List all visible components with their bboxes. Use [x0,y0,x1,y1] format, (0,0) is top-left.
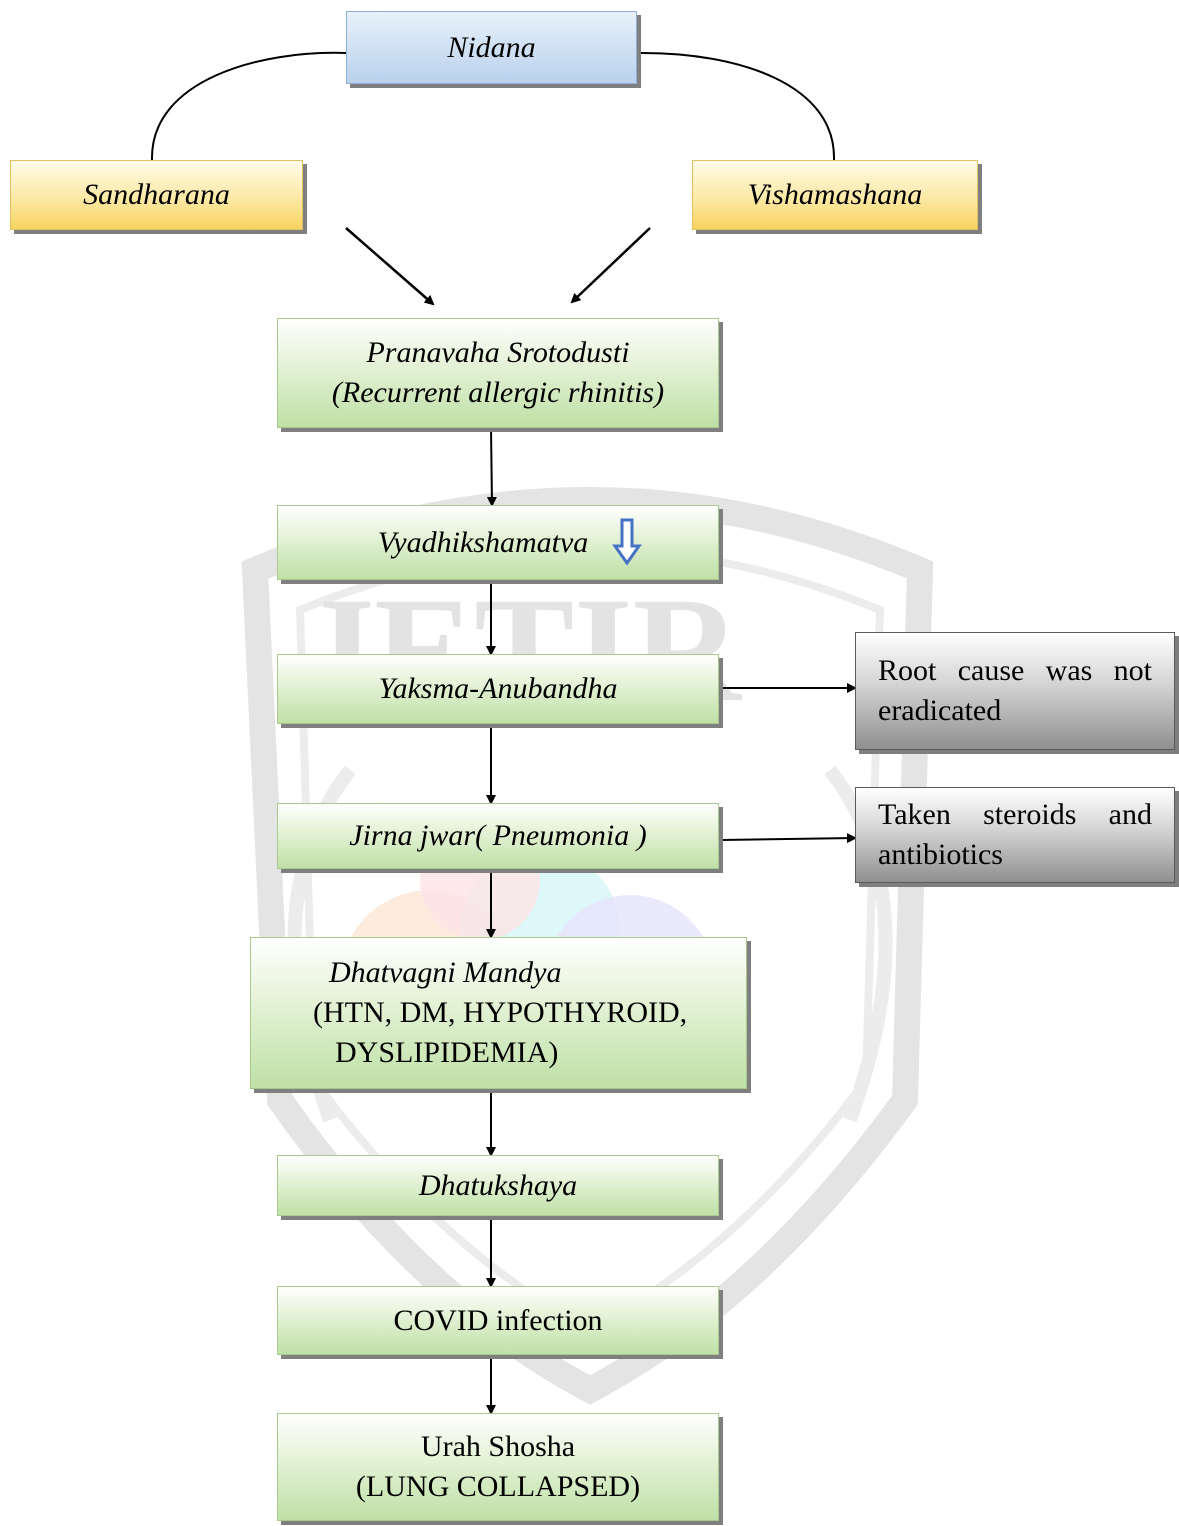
note-steroids-line1: Taken steroids and [878,798,1152,831]
watermark-laurel-right [824,765,893,1123]
node-covid: COVID infection [277,1286,719,1355]
node-dhatukshaya-label: Dhatukshaya [418,1168,578,1202]
node-urah-line1: Urah Shosha [420,1430,576,1463]
node-vishamashana: Vishamashana [692,160,978,230]
watermark-shield [241,487,934,1405]
curve-nidana-vishamashana [637,51,836,161]
node-dhatvagni-line3: DYSLIPIDEMIA) [335,1036,559,1069]
down-arrow-icon [612,518,642,566]
node-urah-line2: (LUNG COLLAPSED) [355,1470,641,1503]
note-steroids: Taken steroids and antibiotics [855,787,1175,883]
note-root-cause: Root cause was not eradicated [855,632,1175,750]
node-urah: Urah Shosha (LUNG COLLAPSED) [277,1413,719,1521]
node-sandharana-label: Sandharana [83,178,230,211]
node-dhatvagni-line2: (HTN, DM, HYPOTHYROID, [313,996,688,1029]
node-vyadhikshamatva: Vyadhikshamatva [277,505,719,580]
arrow-sandharana-pranavaha [345,227,435,306]
node-yaksma: Yaksma-Anubandha [277,654,719,724]
node-nidana: Nidana [346,11,637,84]
node-nidana-label: Nidana [447,30,536,64]
node-covid-label: COVID infection [393,1303,603,1337]
node-pranavaha-line1: Pranavaha Srotodusti [366,336,630,369]
node-pranavaha: Pranavaha Srotodusti (Recurrent allergic… [277,318,719,428]
node-dhatvagni-line1: Dhatvagni Mandya [329,956,562,989]
arrow-jirna-steroids [720,833,857,844]
node-jirna-label: Jirna jwar( Pneumonia ) [349,819,647,852]
node-dhatvagni: Dhatvagni Mandya (HTN, DM, HYPOTHYROID, … [250,937,747,1089]
node-sandharana: Sandharana [10,160,303,230]
arrow-vishamashana-pranavaha [570,227,651,304]
node-vyadhikshamatva-label: Vyadhikshamatva [377,525,589,559]
arrow-pranavaha-vyadhi [486,427,497,507]
node-vishamashana-label: Vishamashana [747,178,923,211]
node-yaksma-label: Yaksma-Anubandha [378,672,618,705]
node-jirna: Jirna jwar( Pneumonia ) [277,803,719,869]
node-pranavaha-line2: (Recurrent allergic rhinitis) [331,376,665,409]
note-steroids-line2: antibiotics [878,838,1003,871]
note-root-cause-line1: Root cause was not [878,654,1152,687]
curve-nidana-sandharana [150,51,347,161]
node-dhatukshaya: Dhatukshaya [277,1155,719,1216]
note-root-cause-line2: eradicated [878,694,1002,727]
